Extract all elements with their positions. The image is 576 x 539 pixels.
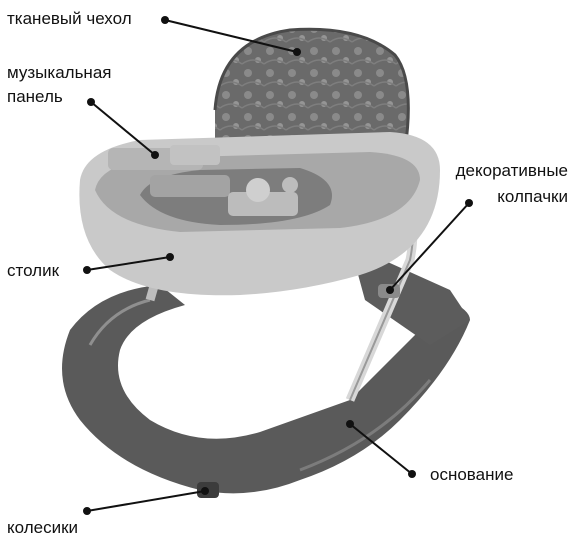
leader-line-wheels [87, 491, 205, 511]
label-tray: столик [7, 260, 59, 282]
label-fabric-cover: тканевый чехол [7, 8, 132, 30]
label-base: основание [430, 464, 513, 486]
label-decorative-caps-line2: колпачки [497, 186, 568, 208]
label-wheels: колесики [7, 517, 78, 539]
label-decorative-caps-line1: декоративные [456, 160, 568, 182]
label-music-panel-line1: музыкальная [7, 62, 111, 84]
label-music-panel-line2: панель [7, 86, 63, 108]
